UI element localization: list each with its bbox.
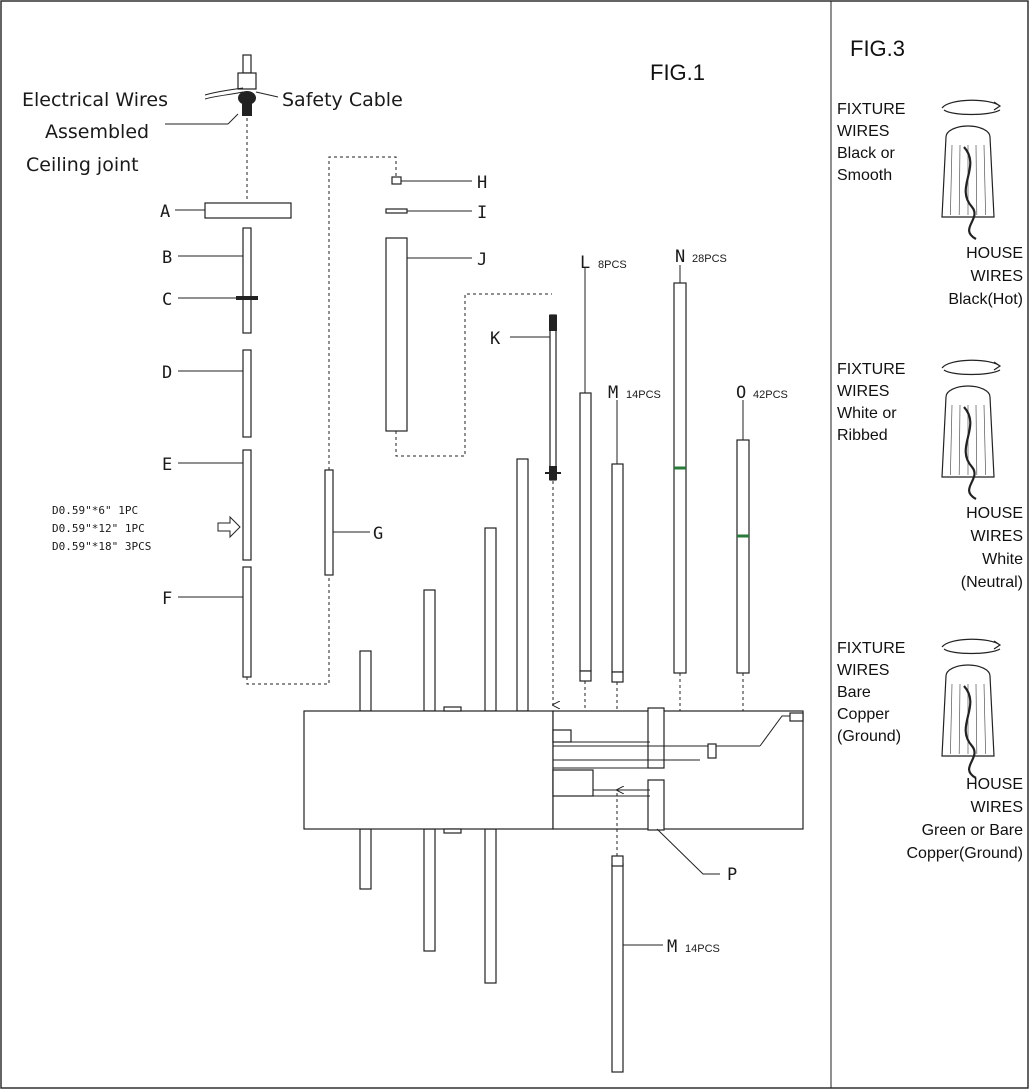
fixture-wires-text: Ribbed xyxy=(837,427,888,444)
part-m-rod-bottom xyxy=(611,863,624,1073)
safety-cable-label: Safety Cable xyxy=(282,89,403,111)
part-j-tube xyxy=(385,237,408,432)
fixture-wires-text: FIXTURE xyxy=(837,361,905,378)
count-m-top: 14PCS xyxy=(626,389,661,401)
count-l: 8PCS xyxy=(598,259,627,271)
house-wires-text: White xyxy=(982,551,1023,568)
part-k-rod xyxy=(549,314,557,481)
label-n: N xyxy=(675,247,685,267)
label-h: H xyxy=(477,173,487,193)
rod-spec-1: D0.59"*6" 1PC xyxy=(52,504,138,517)
label-j: J xyxy=(477,250,487,270)
twisted-wires-icon xyxy=(963,685,977,779)
fixture-wires-text: FIXTURE xyxy=(837,101,905,118)
label-k: K xyxy=(490,329,501,349)
house-wires-text: (Neutral) xyxy=(961,574,1023,591)
fixture-wires-text: Smooth xyxy=(837,167,892,184)
house-wires-text: WIRES xyxy=(971,528,1023,545)
label-d: D xyxy=(162,363,172,383)
rod-spec-3: D0.59"*18" 3PCS xyxy=(52,540,151,553)
part-c-ring xyxy=(236,296,258,300)
fixture-wires-text: WIRES xyxy=(837,662,889,679)
house-wires-text: HOUSE xyxy=(966,505,1023,522)
fixture-wires-text: FIXTURE xyxy=(837,640,905,657)
house-wires-text: Black(Hot) xyxy=(948,291,1023,308)
part-o-rod xyxy=(736,439,750,674)
part-i xyxy=(385,208,408,214)
label-m-bottom: M xyxy=(667,937,677,957)
part-a-canopy xyxy=(204,202,292,219)
part-g-rod xyxy=(324,469,334,576)
label-b: B xyxy=(162,248,172,268)
part-e-rod xyxy=(242,449,252,561)
twisted-wires-icon xyxy=(963,406,977,500)
house-wires-text: WIRES xyxy=(971,268,1023,285)
fixture-wires-text: Bare xyxy=(837,684,871,701)
part-f-rod xyxy=(242,566,252,678)
label-o: O xyxy=(736,383,746,403)
part-m-rod-top xyxy=(611,463,624,673)
count-o: 42PCS xyxy=(753,389,788,401)
fig3-title: FIG.3 xyxy=(850,36,905,61)
fig1-title: FIG.1 xyxy=(650,60,705,85)
twist-arrow-icon xyxy=(941,638,1002,655)
label-e: E xyxy=(162,455,172,475)
assembled-label: Assembled xyxy=(45,121,149,143)
fixture-wires-text: Copper xyxy=(837,706,890,723)
label-p: P xyxy=(727,865,737,885)
twist-arrow-icon xyxy=(941,99,1002,116)
house-wires-text: Green or Bare xyxy=(922,822,1023,839)
part-n-rod xyxy=(673,282,687,674)
house-wires-text: WIRES xyxy=(971,799,1023,816)
fixture-wires-text: WIRES xyxy=(837,383,889,400)
house-wires-text: HOUSE xyxy=(966,245,1023,262)
house-wires-text: HOUSE xyxy=(966,776,1023,793)
label-f: F xyxy=(162,589,172,609)
label-m-top: M xyxy=(608,383,618,403)
fixture-wires-text: White or xyxy=(837,405,897,422)
rod-spec-2: D0.59"*12" 1PC xyxy=(52,522,145,535)
ceiling-joint xyxy=(165,54,279,125)
part-l-rod xyxy=(579,392,592,672)
fixture-wires-text: (Ground) xyxy=(837,728,901,745)
part-d-rod xyxy=(242,349,252,438)
twist-arrow-icon xyxy=(941,359,1002,376)
part-p-fixture xyxy=(303,706,804,834)
label-c: C xyxy=(162,290,172,310)
twisted-wires-icon xyxy=(963,146,977,240)
wiring-section: FIXTUREWIRESBareCopper(Ground)HOUSEWIRES… xyxy=(837,638,1024,862)
label-i: I xyxy=(477,203,487,223)
part-h xyxy=(391,176,402,185)
count-n: 28PCS xyxy=(692,253,727,265)
label-a: A xyxy=(160,202,170,222)
house-wires-text: Copper(Ground) xyxy=(907,845,1024,862)
label-l: L xyxy=(580,253,590,273)
fixture-wires-text: WIRES xyxy=(837,123,889,140)
hollow-arrow-icon xyxy=(217,515,241,539)
electrical-wires-label: Electrical Wires xyxy=(22,89,168,111)
count-m-bottom: 14PCS xyxy=(685,943,720,955)
ceiling-joint-label: Ceiling joint xyxy=(26,154,139,176)
part-b-rod xyxy=(242,227,252,334)
label-g: G xyxy=(373,524,383,544)
fixture-wires-text: Black or xyxy=(837,145,895,162)
